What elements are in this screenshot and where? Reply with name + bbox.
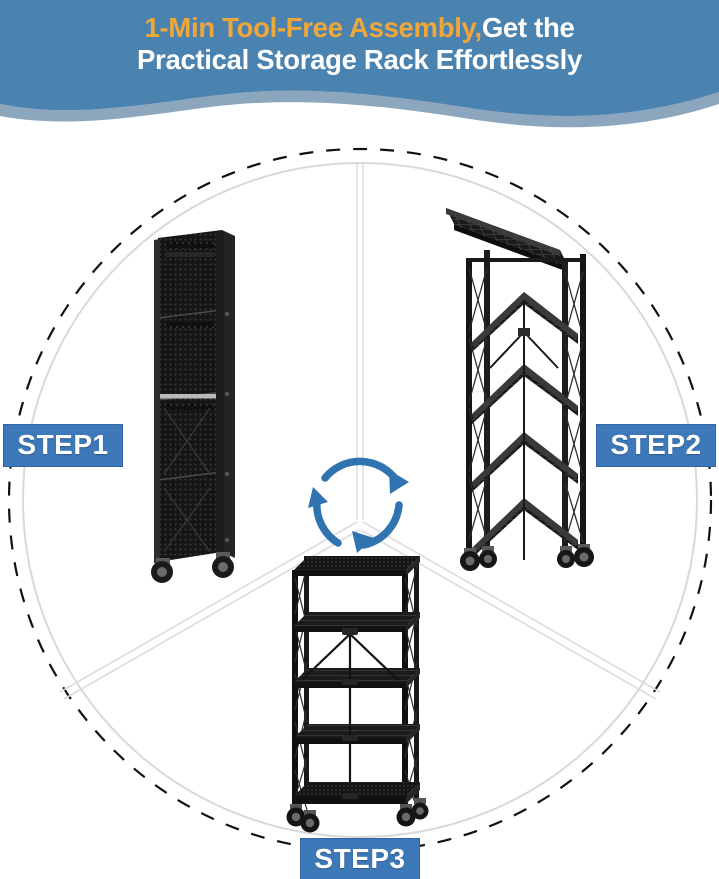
caster-wheels — [460, 544, 594, 571]
arrow-head-left — [308, 487, 328, 508]
rotation-arrow-heads — [308, 470, 409, 553]
shelf-tier-4 — [294, 724, 420, 744]
left-frame-uprights — [466, 250, 490, 550]
shelf-vent-strips — [166, 242, 214, 410]
banner-wave-shape — [0, 0, 719, 128]
rear-right-upright — [414, 556, 419, 804]
hinge-bracket — [518, 328, 530, 336]
arrow-head-right — [389, 470, 409, 494]
step-label-1[interactable]: STEP1 — [3, 424, 123, 467]
caster-wheels — [151, 552, 234, 583]
divider-right-a — [362, 521, 661, 693]
hinge-knuckles — [342, 628, 358, 799]
shelf-tier-1 — [294, 556, 420, 576]
step-label-3[interactable]: STEP3 — [300, 838, 420, 879]
caster-wheels — [286, 798, 429, 833]
right-cross-braces — [564, 271, 584, 543]
front-left-upright — [292, 570, 298, 818]
rotation-arc-top — [321, 457, 401, 485]
post-fasteners — [224, 311, 230, 543]
inner-solid-circle — [22, 162, 698, 838]
detached-top-shelf — [446, 208, 568, 272]
front-left-post — [154, 239, 160, 564]
folded-cross-braces — [163, 407, 211, 553]
arrow-head-bottom — [352, 531, 374, 553]
product-illustration-step3 — [286, 556, 429, 833]
rotation-arc-left — [313, 497, 342, 547]
product-illustration-step2 — [446, 208, 594, 571]
product-illustration-step1 — [151, 230, 235, 583]
front-right-upright — [402, 570, 408, 818]
front-right-post — [216, 231, 224, 555]
divider-left-a — [59, 521, 358, 693]
handle-bar — [160, 394, 218, 399]
centre-a-frame-strut — [301, 633, 399, 798]
rotation-arrows-group — [308, 457, 409, 553]
shelf-tier-5 — [294, 782, 420, 804]
centre-hinge-column — [489, 300, 559, 560]
top-rail — [468, 258, 586, 262]
step-label-2[interactable]: STEP2 — [596, 424, 716, 467]
rotation-arc-right — [360, 501, 403, 549]
